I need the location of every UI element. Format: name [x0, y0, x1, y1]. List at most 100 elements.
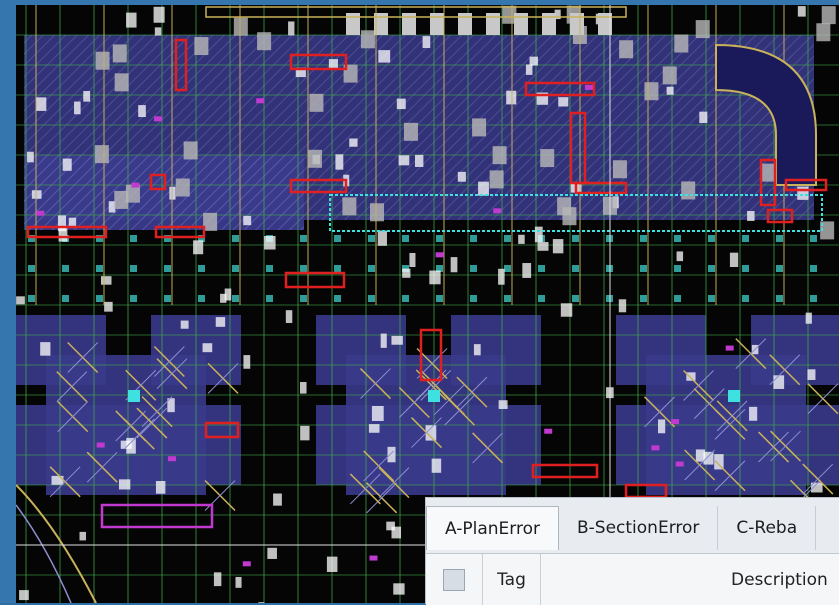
column: [525, 64, 533, 75]
column: [386, 521, 395, 531]
column: [658, 419, 666, 434]
column: [243, 215, 252, 226]
diagonal-wall: [349, 473, 381, 505]
column: [425, 425, 437, 441]
error-marker: [289, 53, 348, 71]
column: [473, 344, 481, 356]
column: [776, 235, 783, 242]
column: [504, 295, 511, 302]
error-marker: [574, 181, 628, 195]
tab-rebar-error[interactable]: C-Reba: [718, 506, 817, 550]
magenta-tag: [651, 445, 660, 451]
tab-section-error[interactable]: B-SectionError: [559, 506, 719, 550]
column-header-description[interactable]: Description: [731, 569, 828, 590]
diagonal-wall: [683, 370, 714, 401]
diagonal-wall: [693, 388, 725, 419]
diagonal-wall: [644, 396, 675, 428]
column: [708, 235, 715, 242]
diagonal-wall: [366, 482, 398, 514]
column: [538, 265, 545, 272]
magenta-tag: [544, 428, 553, 434]
column: [572, 295, 579, 302]
error-marker: [524, 81, 596, 97]
error-marker: [419, 328, 443, 382]
column: [108, 201, 116, 213]
diagonal-wall: [156, 358, 188, 390]
diagonal-wall: [141, 396, 173, 427]
column-layer: [16, 5, 836, 603]
error-marker: [174, 38, 188, 92]
magenta-tag: [36, 210, 45, 216]
column: [307, 149, 322, 168]
diagonal-wall: [735, 338, 767, 369]
column: [164, 265, 171, 272]
column: [36, 97, 47, 111]
column-header-tag[interactable]: Tag: [483, 554, 541, 605]
column: [300, 295, 307, 302]
column: [266, 295, 273, 302]
facade-panel: [374, 13, 388, 35]
error-marker: [154, 225, 206, 239]
column: [118, 479, 131, 490]
column: [674, 235, 681, 242]
column: [96, 235, 103, 242]
tab-plan-error[interactable]: A-PlanError: [426, 506, 559, 550]
column: [810, 295, 817, 302]
diagonal-wall: [684, 449, 716, 481]
column: [402, 235, 409, 242]
error-marker: [784, 178, 828, 192]
column: [536, 92, 549, 105]
column: [431, 458, 442, 473]
column: [126, 12, 137, 28]
magenta-tag: [131, 182, 140, 188]
column: [506, 90, 517, 105]
column: [619, 40, 634, 59]
column: [498, 400, 508, 409]
column: [232, 295, 239, 302]
column: [264, 235, 276, 250]
column: [557, 197, 572, 216]
error-marker: [204, 421, 240, 439]
column: [126, 437, 136, 454]
column: [215, 317, 226, 327]
column: [180, 320, 189, 329]
diagonal-wall: [770, 430, 801, 462]
diagonal-wall: [420, 370, 452, 401]
diagonal-wall: [398, 387, 430, 418]
column: [414, 154, 424, 167]
column: [235, 576, 242, 588]
error-marker: [531, 463, 599, 479]
magenta-tag: [96, 442, 105, 448]
column: [130, 265, 137, 272]
column: [378, 50, 391, 63]
column: [572, 235, 579, 242]
diagonal-wall: [57, 401, 89, 432]
window-frame-left: [0, 0, 16, 603]
magenta-tag: [154, 116, 163, 122]
column: [387, 446, 396, 463]
diagonal-wall: [136, 407, 168, 439]
column: [742, 295, 749, 302]
column: [95, 51, 110, 70]
column: [776, 265, 783, 272]
facade-panel: [402, 13, 416, 35]
error-tabs: A-PlanError B-SectionError C-Reba: [426, 506, 839, 550]
elevator-core: [728, 390, 740, 402]
select-all-checkbox[interactable]: [443, 568, 465, 591]
column: [58, 225, 68, 242]
column: [94, 145, 109, 164]
elevator-core: [428, 390, 440, 402]
magenta-tag: [435, 252, 444, 258]
column: [640, 295, 647, 302]
column: [83, 91, 91, 102]
selection-box: [329, 194, 823, 232]
column: [288, 21, 295, 36]
column: [114, 73, 129, 92]
column: [299, 382, 307, 394]
error-marker: [759, 158, 777, 207]
diagonal-wall: [378, 467, 410, 498]
column: [57, 215, 67, 232]
column: [640, 235, 647, 242]
column: [68, 217, 77, 229]
column: [154, 27, 162, 36]
